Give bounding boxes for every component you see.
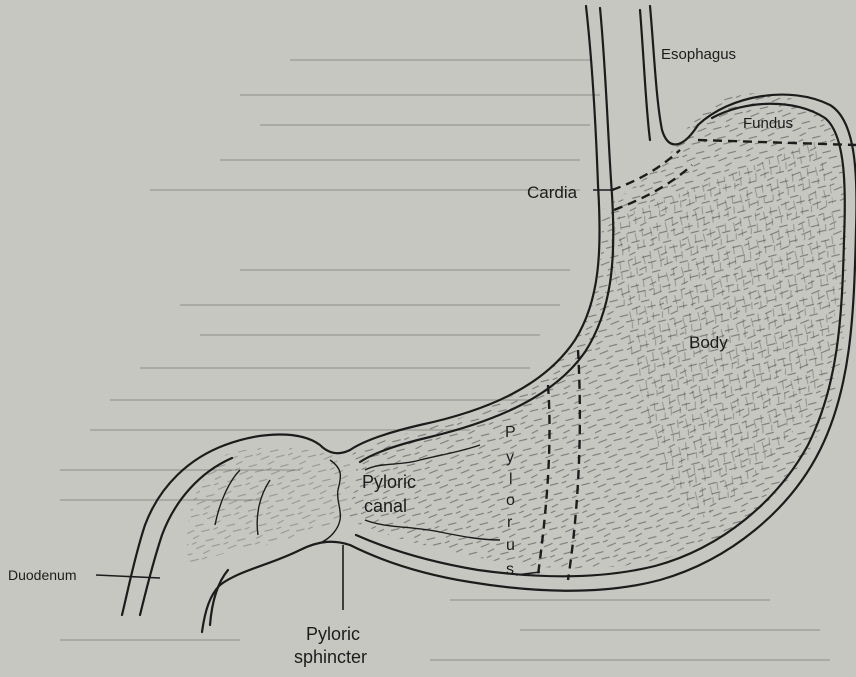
label-fundus: Fundus	[743, 115, 793, 132]
label-pylorus-y: y	[506, 449, 514, 466]
label-pylorus-p: P	[505, 424, 516, 441]
label-pyloric-canal-line1: Pyloric	[362, 472, 416, 492]
stomach-body-texture	[187, 93, 847, 570]
label-pyloric-canal-line2: canal	[364, 496, 407, 516]
label-esophagus: Esophagus	[661, 46, 736, 63]
label-duodenum: Duodenum	[8, 567, 77, 583]
label-pylorus-r: r	[507, 514, 513, 531]
label-pyloric-sphincter-line1: Pyloric	[306, 624, 360, 644]
label-pylorus-o: o	[506, 492, 515, 509]
esophagus-left-wall-inner	[600, 8, 612, 195]
label-pylorus-l: l	[509, 471, 513, 488]
label-pyloric-sphincter-line2: sphincter	[294, 647, 367, 667]
label-pylorus-s: s	[506, 561, 514, 578]
esophagus-right-wall-inner	[640, 10, 650, 140]
duodenum-lower-inner	[210, 570, 228, 625]
label-body: Body	[689, 333, 728, 352]
label-cardia: Cardia	[527, 183, 578, 202]
label-pylorus-u: u	[506, 537, 515, 554]
